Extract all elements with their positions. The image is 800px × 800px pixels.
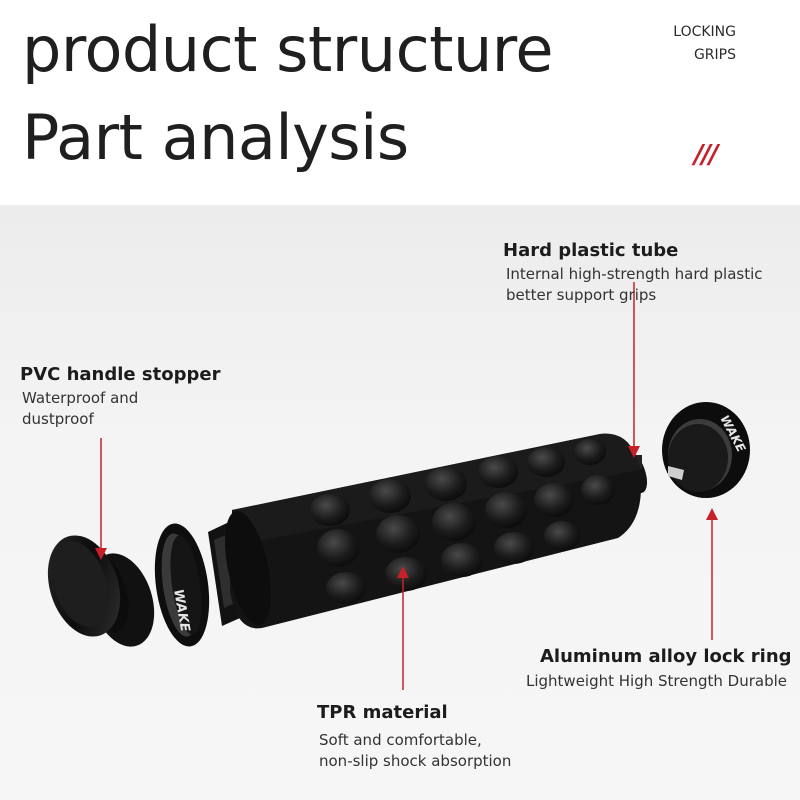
- tpr-title: TPR material: [317, 702, 448, 723]
- plastic-tube-label: Hard plastic tube Internal high-strength…: [503, 240, 763, 306]
- pvc-stopper-title: PVC handle stopper: [20, 364, 221, 385]
- accent-slashes: ///: [694, 140, 718, 170]
- plastic-tube-title: Hard plastic tube: [503, 240, 679, 261]
- pvc-stopper-label: PVC handle stopper Waterproof and dustpr…: [20, 364, 220, 430]
- product-tag-line1: LOCKING: [673, 24, 736, 40]
- tpr-desc-1: Soft and comfortable,: [319, 731, 482, 749]
- right-lock-ring-part: WAKE: [662, 402, 750, 498]
- pvc-stopper-part: [47, 535, 155, 647]
- plastic-tube-desc-2: better support grips: [506, 286, 657, 304]
- tpr-label: TPR material Soft and comfortable, non-s…: [317, 702, 511, 772]
- product-tag: LOCKING GRIPS: [673, 21, 736, 67]
- left-ring-brand-mark: WAKE: [170, 588, 192, 633]
- page-title-line2: Part analysis: [22, 101, 409, 174]
- plastic-tube-desc-1: Internal high-strength hard plastic: [506, 265, 763, 283]
- product-tag-line2: GRIPS: [693, 47, 736, 63]
- tpr-grip-part: [225, 433, 642, 629]
- lock-ring-title: Aluminum alloy lock ring: [540, 646, 792, 667]
- left-lock-ring-part: WAKE: [154, 523, 210, 647]
- page-title-line1: product structure: [22, 13, 554, 86]
- pvc-stopper-desc-2: dustproof: [22, 410, 94, 428]
- pvc-stopper-desc-1: Waterproof and: [22, 389, 139, 407]
- lock-ring-label: Aluminum alloy lock ring Lightweight Hig…: [526, 646, 792, 692]
- tpr-desc-2: non-slip shock absorption: [319, 752, 512, 770]
- header-banner: product structure Part analysis LOCKING …: [0, 0, 800, 205]
- lock-ring-desc-1: Lightweight High Strength Durable: [526, 672, 788, 690]
